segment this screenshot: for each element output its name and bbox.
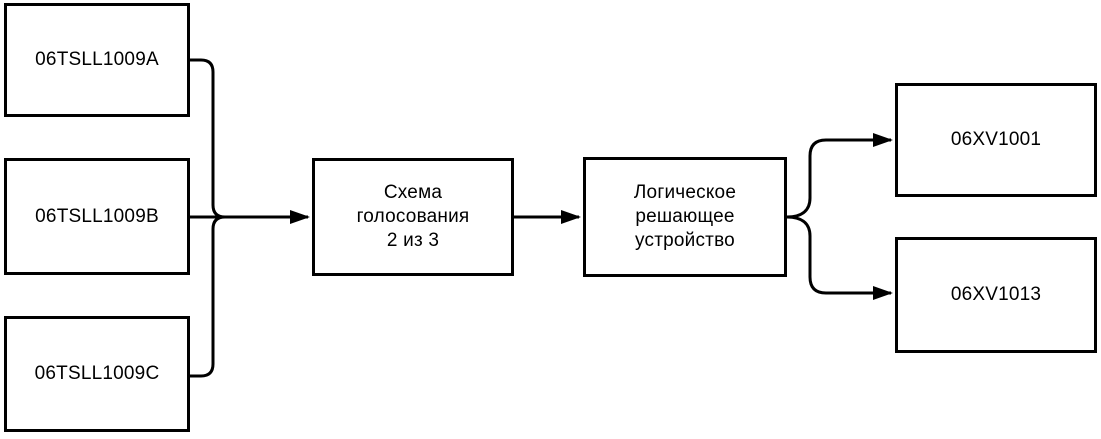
node-valve-1-label: 06XV1001 bbox=[950, 129, 1042, 150]
node-sensor-b: 06TSLL1009B bbox=[4, 158, 190, 275]
node-voting-line-1: Схема bbox=[383, 182, 443, 203]
node-sensor-c-label: 06TSLL1009C bbox=[34, 363, 160, 384]
connector-sensor-c-merge bbox=[190, 215, 226, 378]
node-logic-line-3: устройство bbox=[635, 230, 735, 251]
node-voting-line-3: 2 из 3 bbox=[386, 230, 440, 251]
node-logic-line-1: Логическое bbox=[633, 182, 737, 203]
node-voting-scheme: Схема голосования 2 из 3 bbox=[312, 158, 514, 276]
node-logic-line-2: решающее bbox=[635, 206, 735, 227]
node-valve-2: 06XV1013 bbox=[895, 237, 1097, 353]
node-sensor-a-label: 06TSLL1009A bbox=[35, 49, 159, 70]
connector-logic-valve1 bbox=[786, 133, 893, 219]
node-logic-device: Логическое решающее устройство bbox=[583, 157, 787, 277]
node-sensor-a: 06TSLL1009A bbox=[4, 3, 190, 117]
node-valve-2-label: 06XV1013 bbox=[950, 284, 1042, 305]
node-sensor-b-label: 06TSLL1009B bbox=[35, 205, 159, 227]
node-valve-1: 06XV1001 bbox=[895, 83, 1097, 197]
node-voting-line-2: голосования bbox=[356, 206, 470, 227]
connector-sensor-a-merge bbox=[190, 58, 226, 219]
node-sensor-c: 06TSLL1009C bbox=[4, 316, 190, 432]
connector-logic-valve2 bbox=[786, 215, 893, 300]
